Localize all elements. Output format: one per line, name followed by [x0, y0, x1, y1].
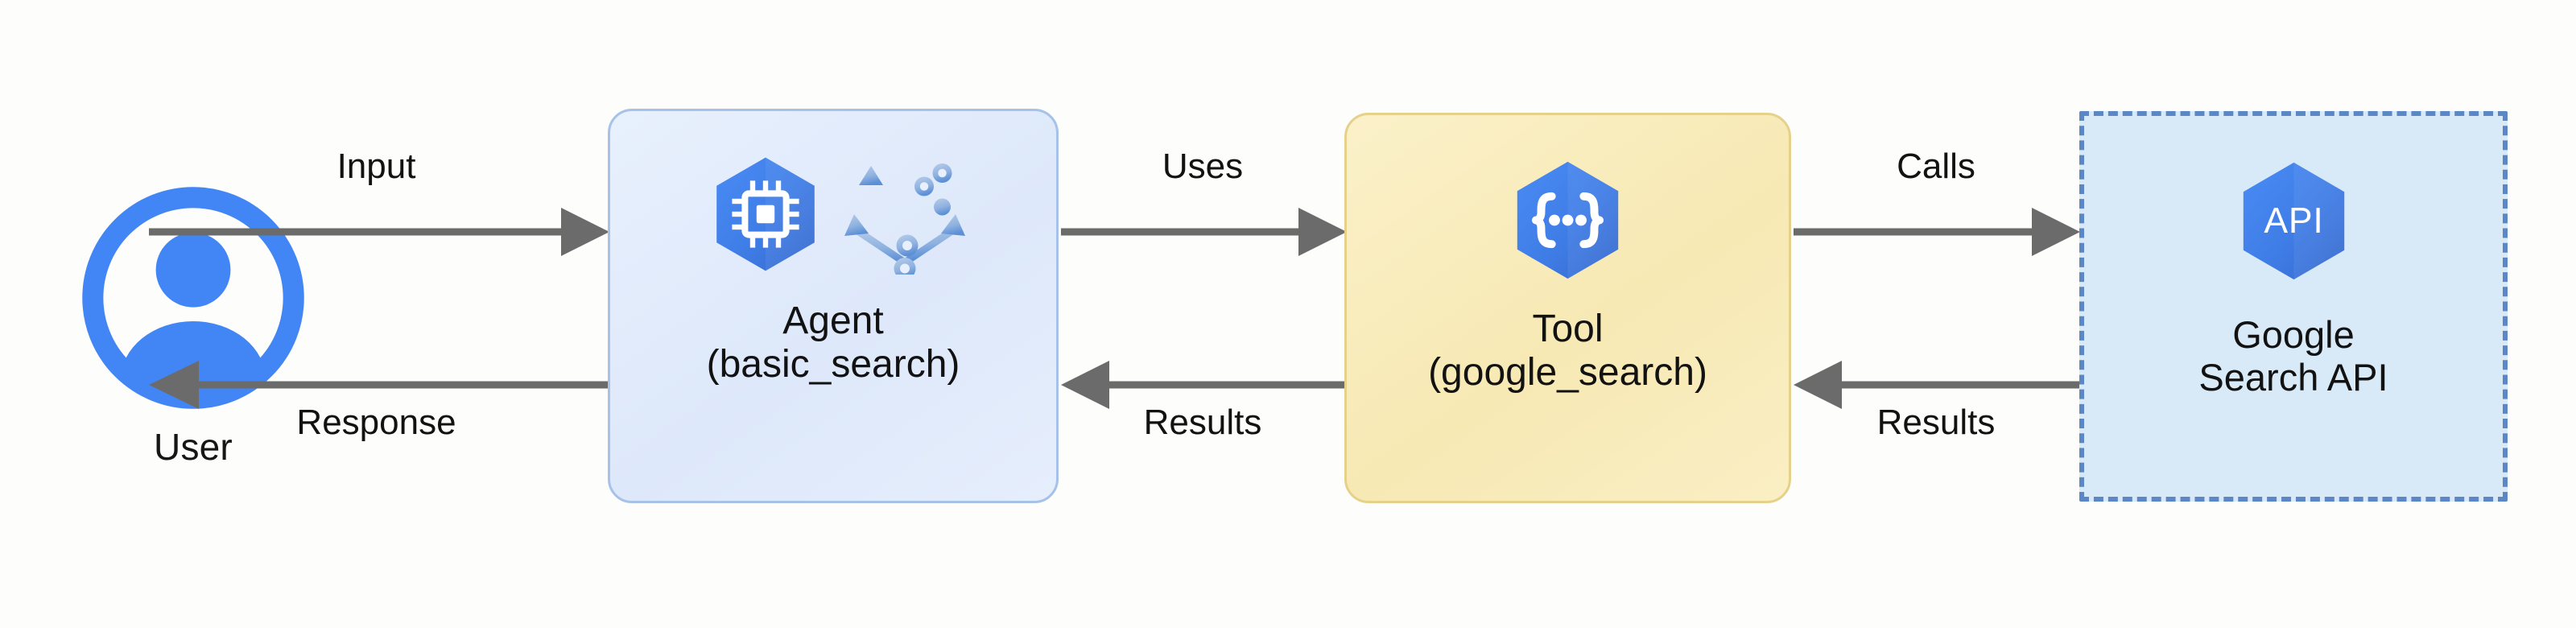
tool-subtitle: (google_search) — [1428, 351, 1707, 395]
agent-title: Agent — [782, 300, 884, 342]
api-subtitle: Search API — [2198, 356, 2388, 399]
edge-label-results-api: Results — [1876, 403, 1996, 442]
tool-caption: Tool (google_search) — [1428, 308, 1707, 395]
code-brackets-hexagon-icon — [1501, 154, 1634, 287]
user-label: User — [154, 426, 233, 468]
arrow-tool-to-agent — [1061, 361, 1347, 409]
tool-title: Tool — [1532, 308, 1604, 350]
agent-icon-row — [610, 150, 1056, 279]
arrow-tool-to-api — [1794, 208, 2080, 256]
arrow-agent-to-user — [149, 361, 609, 409]
node-agent[interactable]: Agent (basic_search) — [608, 109, 1059, 503]
api-title: Google — [2232, 313, 2355, 356]
api-icon-row: API — [2084, 155, 2503, 287]
node-tool[interactable]: Tool (google_search) — [1344, 113, 1791, 503]
api-hexagon-icon: API — [2227, 155, 2360, 287]
edge-label-calls: Calls — [1897, 147, 1975, 186]
edge-label-input: Input — [336, 147, 416, 186]
cpu-hexagon-icon — [701, 150, 830, 279]
tool-icon-row — [1347, 154, 1789, 287]
arrow-agent-to-tool — [1061, 208, 1347, 256]
arrow-api-to-tool — [1794, 361, 2080, 409]
agent-subtitle: (basic_search) — [706, 343, 960, 386]
node-google-search-api[interactable]: API Google Search API — [2079, 111, 2508, 502]
agent-workflow-icon — [844, 154, 965, 275]
edge-label-results-tool: Results — [1143, 403, 1262, 442]
api-caption: Google Search API — [2198, 313, 2388, 399]
arrow-user-to-agent — [149, 208, 609, 256]
edge-label-response: Response — [296, 403, 456, 442]
edge-label-uses: Uses — [1162, 147, 1244, 186]
svg-text:API: API — [2264, 201, 2323, 241]
agent-caption: Agent (basic_search) — [707, 300, 960, 386]
